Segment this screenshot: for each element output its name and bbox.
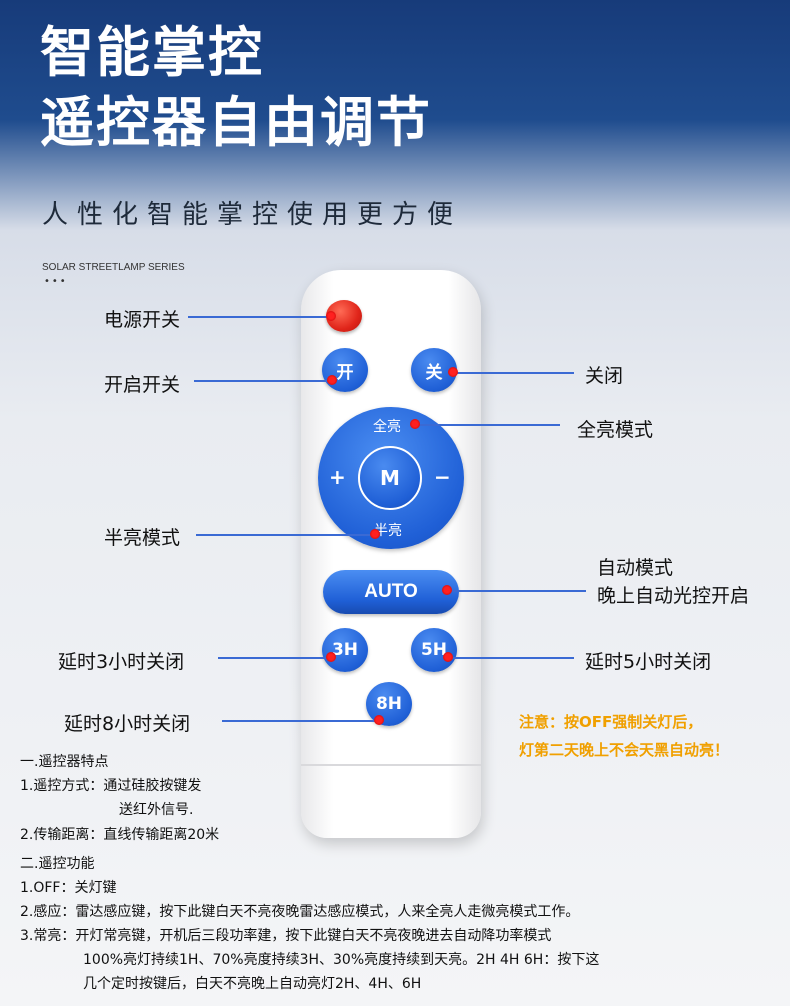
half-bright-button[interactable]: 半亮 — [374, 523, 402, 539]
spec-item-sensor: 2.感应：雷达感应键，按下此键白天不亮夜晚雷达感应模式，人来全亮人走微亮模式工作… — [20, 904, 580, 920]
callout-dot-auto — [442, 585, 452, 595]
label-off: 关闭 — [585, 365, 624, 387]
callout-line-auto — [446, 590, 586, 592]
page-title-line2: 遥控器自由调节 — [40, 91, 432, 154]
decorative-dots: ••• — [44, 276, 68, 287]
note-line1: 注意：按OFF强制关灯后， — [519, 713, 703, 731]
mode-button[interactable]: M — [358, 446, 422, 510]
callout-dot-off — [448, 367, 458, 377]
spec-item-always-on-cont1: 100%亮灯持续1H、70%亮度持续3H、30%亮度持续到天亮。2H 4H 6H… — [83, 952, 600, 968]
callout-line-5h — [448, 657, 574, 659]
spec-section1-title: 一.遥控器特点 — [20, 754, 109, 770]
timer-8h-button[interactable]: 8H — [366, 682, 412, 726]
label-full: 全亮模式 — [577, 419, 654, 441]
callout-line-on — [194, 380, 332, 382]
callout-dot-5h — [443, 652, 453, 662]
callout-line-3h — [218, 657, 330, 659]
page-subtitle: 人性化智能掌控使用更方便 — [42, 200, 463, 230]
on-button[interactable]: 开 — [322, 348, 368, 392]
spec-item-distance: 2.传输距离：直线传输距离20米 — [20, 827, 220, 843]
spec-item-always-on-cont2: 几个定时按键后，白天不亮晚上自动亮灯2H、4H、6H — [83, 976, 422, 992]
label-5h: 延时5小时关闭 — [585, 651, 712, 673]
spec-item-off: 1.OFF：关灯键 — [20, 880, 117, 896]
callout-dot-on — [327, 375, 337, 385]
label-8h: 延时8小时关闭 — [64, 713, 191, 735]
note-line2: 灯第二天晚上不会天黑自动亮！ — [519, 741, 730, 759]
label-power: 电源开关 — [104, 309, 181, 331]
callout-dot-3h — [326, 652, 336, 662]
callout-line-8h — [222, 720, 378, 722]
callout-line-power — [188, 316, 330, 318]
page-title-line1: 智能掌控 — [40, 21, 264, 84]
label-auto-line1: 自动模式 — [597, 557, 674, 579]
auto-button[interactable]: AUTO — [323, 570, 459, 614]
callout-line-off — [452, 372, 574, 374]
series-label: SOLAR STREETLAMP SERIES — [42, 262, 185, 273]
label-3h: 延时3小时关闭 — [58, 651, 185, 673]
label-on: 开启开关 — [104, 374, 181, 396]
callout-line-full — [414, 424, 560, 426]
spec-item-remote-method-cont: 送红外信号. — [119, 802, 194, 818]
full-bright-button[interactable]: 全亮 — [373, 419, 401, 435]
callout-dot-power — [326, 311, 336, 321]
timer-3h-button[interactable]: 3H — [322, 628, 368, 672]
remote-seam — [301, 764, 481, 766]
minus-button[interactable]: − — [434, 465, 451, 489]
callout-dot-half — [370, 529, 380, 539]
spec-section2-title: 二.遥控功能 — [20, 856, 95, 872]
callout-dot-8h — [374, 715, 384, 725]
callout-dot-full — [410, 419, 420, 429]
callout-line-half — [196, 534, 374, 536]
plus-button[interactable]: + — [329, 465, 346, 489]
spec-item-remote-method: 1.遥控方式：通过硅胶按键发 — [20, 778, 202, 794]
label-auto-line2: 晚上自动光控开启 — [597, 585, 750, 607]
spec-item-always-on: 3.常亮：开灯常亮键，开机后三段功率建，按下此键白天不亮夜晚进去自动降功率模式 — [20, 928, 552, 944]
timer-5h-button[interactable]: 5H — [411, 628, 457, 672]
label-half: 半亮模式 — [104, 527, 181, 549]
